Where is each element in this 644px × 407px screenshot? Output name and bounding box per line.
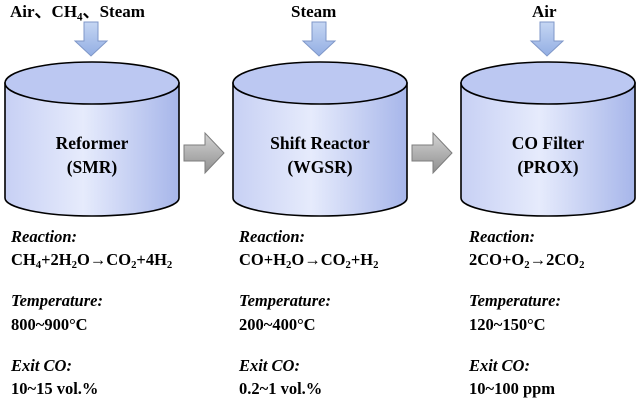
temperature-heading-1: Temperature: bbox=[11, 291, 103, 310]
feed-label-reformer: Air、CH4、Steam bbox=[10, 2, 145, 24]
feed-label-shift: Steam bbox=[291, 2, 337, 21]
temperature-heading-2: Temperature: bbox=[239, 291, 331, 310]
reaction-equation-2: CO+H2O→CO2+H2 bbox=[239, 250, 379, 272]
vessel-co-filter bbox=[460, 61, 636, 217]
vessel-reformer bbox=[4, 61, 180, 217]
exit-co-value-2: 0.2~1 vol.% bbox=[239, 379, 323, 398]
reaction-equation-3: 2CO+O2→2CO2 bbox=[469, 250, 585, 272]
temperature-value-2: 200~400°C bbox=[239, 315, 316, 334]
temperature-heading-3: Temperature: bbox=[469, 291, 561, 310]
vessel-name-shift: Shift Reactor bbox=[270, 133, 370, 153]
reaction-equation-1: CH4+2H2O→CO2+4H2 bbox=[11, 250, 173, 272]
vessel-name-reformer: Reformer bbox=[55, 133, 129, 153]
exit-co-heading-2: Exit CO: bbox=[239, 356, 300, 375]
vessel-shift-reactor bbox=[232, 61, 408, 217]
exit-co-heading-1: Exit CO: bbox=[11, 356, 72, 375]
reaction-heading-2: Reaction: bbox=[239, 227, 305, 246]
reaction-heading-1: Reaction: bbox=[11, 227, 77, 246]
vessel-abbr-reformer: (SMR) bbox=[66, 157, 118, 177]
vessel-abbr-shift: (WGSR) bbox=[287, 157, 353, 177]
flow-arrow-1 bbox=[183, 131, 225, 175]
exit-co-value-3: 10~100 ppm bbox=[469, 379, 556, 398]
vessel-abbr-filter: (PROX) bbox=[517, 157, 579, 177]
exit-co-value-1: 10~15 vol.% bbox=[11, 379, 99, 398]
flow-arrow-2 bbox=[411, 131, 453, 175]
exit-co-heading-3: Exit CO: bbox=[469, 356, 530, 375]
temperature-value-1: 800~900°C bbox=[11, 315, 88, 334]
feed-label-filter: Air bbox=[532, 2, 557, 21]
inlet-arrow-1 bbox=[73, 21, 109, 57]
inlet-arrow-3 bbox=[529, 21, 565, 57]
reaction-heading-3: Reaction: bbox=[469, 227, 535, 246]
inlet-arrow-2 bbox=[301, 21, 337, 57]
temperature-value-3: 120~150°C bbox=[469, 315, 546, 334]
vessel-name-filter: CO Filter bbox=[511, 133, 585, 153]
